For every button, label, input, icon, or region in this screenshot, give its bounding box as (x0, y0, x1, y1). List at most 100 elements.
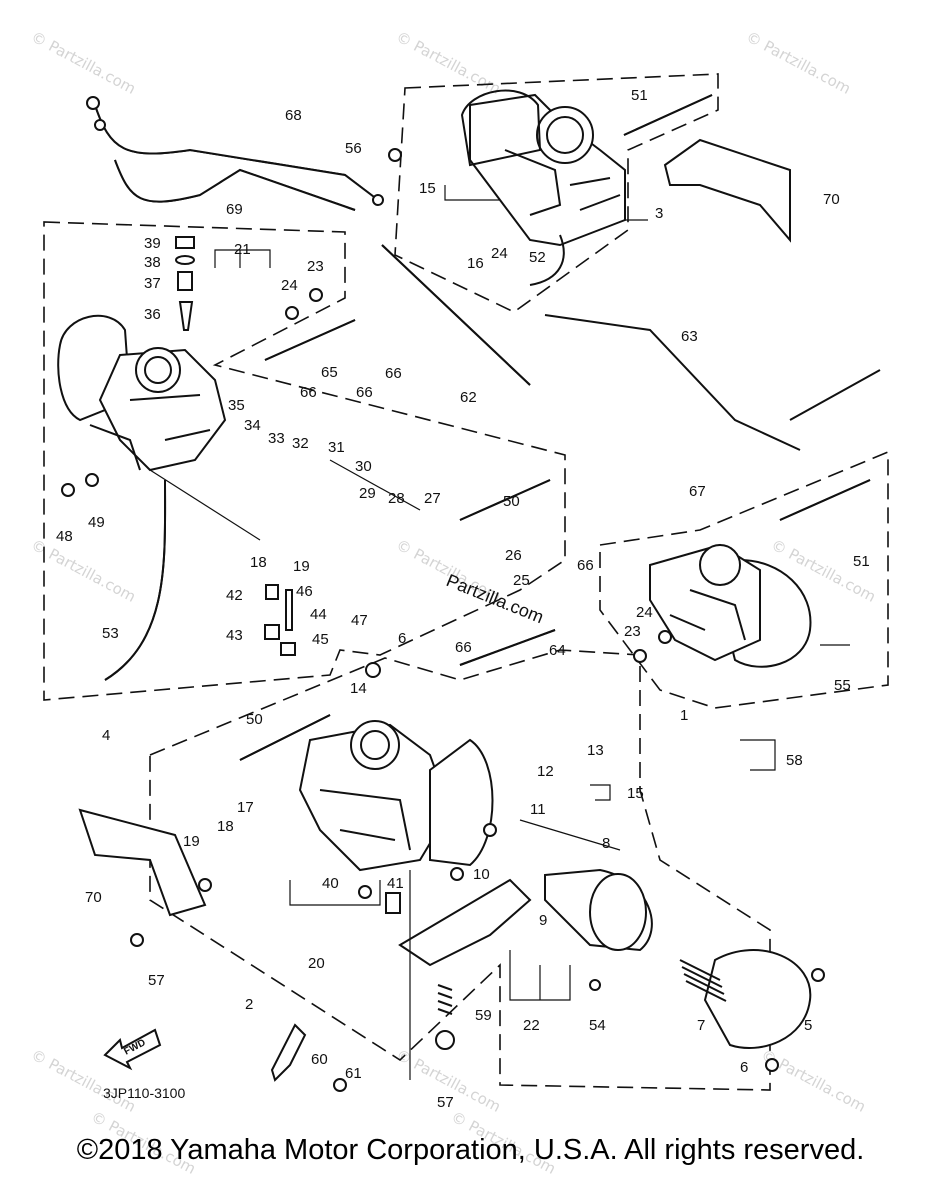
carburetor-cover (429, 738, 494, 867)
carburetor-cover (460, 89, 542, 167)
callout-number: 29 (359, 485, 376, 502)
callout-number: 54 (589, 1017, 606, 1034)
joint-pipe-inner (459, 479, 551, 521)
callout-number: 44 (310, 606, 327, 623)
part-48 (61, 483, 75, 497)
bracket-70-upper (663, 138, 791, 243)
callout-number: 50 (246, 711, 263, 728)
callout-number: 13 (587, 742, 604, 759)
callout-number: 68 (285, 107, 302, 124)
part-24b (658, 630, 672, 644)
part-42 (265, 584, 279, 600)
part-23b (633, 649, 647, 663)
bracket-60 (270, 1023, 307, 1082)
part-5 (811, 968, 825, 982)
intake-funnel-mouth (589, 873, 647, 951)
leader-line (519, 819, 621, 851)
joint-pipe-inner (779, 479, 871, 521)
carburetor-bore-inner (546, 116, 584, 154)
callout-number: 69 (226, 201, 243, 218)
callout-number: 66 (577, 557, 594, 574)
callout-number: 66 (356, 384, 373, 401)
callout-number: 40 (322, 875, 339, 892)
leader-line (590, 784, 611, 801)
part-59-spring (437, 984, 453, 1015)
carburetor-bore (699, 544, 741, 586)
cover-spring (679, 959, 727, 1002)
part-23 (309, 288, 323, 302)
callout-number: 15 (627, 785, 644, 802)
callout-number: 57 (437, 1094, 454, 1111)
callout-number: 67 (689, 483, 706, 500)
part-10 (450, 867, 464, 881)
inset-brand-text: Partzilla.com (444, 570, 547, 627)
callout-number: 42 (226, 587, 243, 604)
callout-number: 34 (244, 417, 261, 434)
callout-number: 43 (226, 627, 243, 644)
callout-number: 33 (268, 430, 285, 447)
linkage (78, 138, 881, 1082)
leader-line (624, 205, 648, 221)
carburetor-bore (536, 106, 594, 164)
callout-number: 51 (631, 87, 648, 104)
callout-number: 16 (467, 255, 484, 272)
hose-fitting (372, 194, 384, 206)
part-11 (483, 823, 497, 837)
diagram-code: 3JP110-3100 (103, 1085, 185, 1101)
callout-number: 61 (345, 1065, 362, 1082)
callout-number: 15 (419, 180, 436, 197)
part-54 (589, 979, 601, 991)
callout-number: 58 (786, 752, 803, 769)
part-37 (177, 271, 193, 291)
carburetor-detail (89, 394, 211, 471)
part-6 (765, 1058, 779, 1072)
callout-number: 3 (655, 205, 663, 222)
callout-number: 6 (398, 630, 406, 647)
callout-number: 11 (530, 801, 546, 818)
part-14 (365, 662, 381, 678)
carburetor-right (649, 543, 812, 668)
hose-assembly (86, 96, 384, 211)
hose-fitting (94, 119, 106, 131)
callout-number: 47 (351, 612, 368, 629)
boundary-assembly-1 (599, 450, 889, 709)
carburetor-bore (350, 720, 400, 770)
part-45 (280, 642, 296, 656)
link-arm-62-inner (381, 244, 531, 386)
part-36 (178, 301, 194, 331)
leader-line (214, 249, 271, 268)
rod-63 (544, 314, 801, 451)
callout-number: 9 (539, 912, 547, 929)
callout-number: 35 (228, 397, 245, 414)
bracket-70-lower (78, 808, 207, 917)
callout-number: 19 (293, 558, 310, 575)
callout-number: 18 (250, 554, 267, 571)
callout-number: 4 (102, 727, 110, 744)
callout-number: 64 (549, 642, 566, 659)
callout-number: 23 (624, 623, 641, 640)
part-43 (264, 624, 280, 640)
part-24 (285, 306, 299, 320)
leader-lines (149, 185, 850, 1080)
watermark: © Partzilla.com (743, 28, 854, 98)
callout-number: 20 (308, 955, 325, 972)
callout-number: 48 (56, 528, 73, 545)
callout-number: 5 (804, 1017, 812, 1034)
carburetor-body (98, 348, 227, 472)
callout-number: 66 (455, 639, 472, 656)
callout-number: 39 (144, 235, 161, 252)
callout-number: 36 (144, 306, 161, 323)
carburetor-bore-inner (360, 730, 390, 760)
boundary-assembly-3 (394, 73, 719, 313)
callout-number: 59 (475, 1007, 492, 1024)
callout-number: 19 (183, 833, 200, 850)
bracket-lower (398, 878, 532, 967)
callout-number: 8 (602, 835, 610, 852)
joint-pipe-inner (623, 94, 713, 136)
boundary-assembly-2 (149, 649, 771, 1091)
callout-number: 65 (321, 364, 338, 381)
copyright-notice: ©2018 Yamaha Motor Corporation, U.S.A. A… (76, 1134, 865, 1166)
carburetor-front (57, 314, 227, 472)
hose-53-inner (104, 479, 167, 681)
